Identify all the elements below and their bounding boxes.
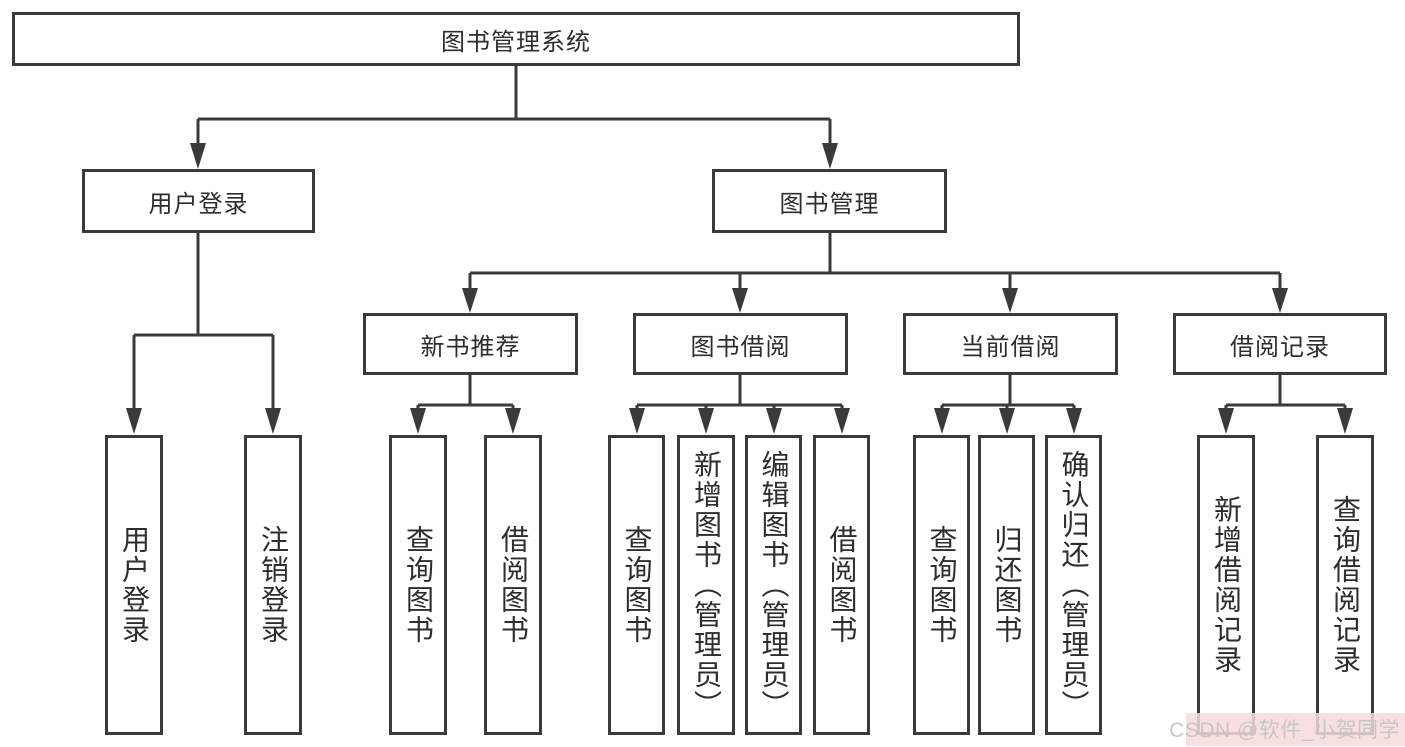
leaf-borrow-add-admin-label: 新增图书（管理员） [691,450,722,720]
node-user-login-label: 用户登录 [148,190,249,218]
node-root-label: 图书管理系统 [441,28,591,56]
leaf-borrow-edit-admin-label: 编辑图书（管理员） [758,450,790,720]
leaf-current-return-label: 归还图书 [991,525,1023,645]
arrow-down-icon [999,408,1015,434]
leaf-borrow-add-admin: 新增图书（管理员） [677,435,735,735]
arrow-down-icon [265,408,281,434]
arrow-down-icon [1066,408,1082,434]
arrow-down-icon [410,408,426,434]
watermark-background [1186,713,1405,746]
node-user-login: 用户登录 [82,169,315,233]
arrow-down-icon [766,408,782,434]
node-new-books: 新书推荐 [363,313,578,375]
node-book-mgmt: 图书管理 [712,169,947,233]
connector-lines [132,66,1347,410]
leaf-borrow-query: 查询图书 [608,435,665,735]
arrow-down-icon [190,143,206,169]
arrow-down-icon [1002,288,1018,313]
leaf-current-return: 归还图书 [978,435,1035,735]
connector-root [196,66,832,146]
arrow-down-icon [126,408,142,434]
arrow-down-icon [1218,408,1234,434]
arrow-down-icon [462,288,478,313]
arrow-down-icon [1337,408,1353,434]
leaf-borrow-edit-admin: 编辑图书（管理员） [745,435,802,735]
node-current-borrow-label: 当前借阅 [960,333,1061,361]
node-book-borrow-label: 图书借阅 [690,333,791,361]
node-root: 图书管理系统 [12,12,1020,66]
connector-book-mgmt [468,233,1282,291]
watermark-text: CSDN @软件_小贺同学 [1169,719,1400,742]
leaf-borrow-book-label: 借阅图书 [826,525,858,645]
arrow-down-icon [505,408,521,434]
connector-new-books [416,375,515,410]
node-current-borrow: 当前借阅 [903,313,1118,375]
connector-user-login [132,233,275,410]
arrow-down-icon [1272,288,1288,313]
connector-book-borrow [635,375,844,410]
node-borrow-records-label: 借阅记录 [1230,333,1330,361]
leaf-borrow-query-label: 查询图书 [621,525,653,645]
arrow-down-icon [822,143,838,169]
leaf-records-add-label: 新增借阅记录 [1211,495,1242,675]
arrow-down-icon [698,408,714,434]
leaf-newbooks-borrow-label: 借阅图书 [498,525,529,645]
leaf-newbooks-query-label: 查询图书 [403,525,434,645]
leaf-logout: 注销登录 [244,435,302,735]
arrow-down-icon [934,408,950,434]
node-borrow-records: 借阅记录 [1173,313,1387,375]
arrow-down-icon [732,288,748,313]
leaf-current-confirm-admin: 确认归还（管理员） [1045,435,1102,735]
node-book-borrow: 图书借阅 [633,313,848,375]
leaf-newbooks-query: 查询图书 [389,435,447,735]
leaf-logout-label: 注销登录 [258,525,289,645]
leaf-records-query-label: 查询借阅记录 [1330,495,1361,675]
leaf-current-confirm-admin-label: 确认归还（管理员） [1058,450,1090,720]
connector-borrow-records [1224,375,1347,410]
node-new-books-label: 新书推荐 [420,333,521,361]
leaf-user-login: 用户登录 [105,435,163,735]
leaf-records-query: 查询借阅记录 [1316,435,1374,735]
leaf-current-query-label: 查询图书 [926,525,958,645]
connector-current-borrow [940,375,1076,410]
leaf-records-add: 新增借阅记录 [1197,435,1255,735]
leaf-newbooks-borrow: 借阅图书 [484,435,542,735]
leaf-current-query: 查询图书 [913,435,970,735]
leaf-user-login-label: 用户登录 [119,525,150,645]
arrow-down-icon [629,408,645,434]
leaf-borrow-book: 借阅图书 [813,435,870,735]
node-book-mgmt-label: 图书管理 [779,190,880,218]
arrow-down-icon [834,408,850,434]
connector-arrowheads [126,143,1353,434]
